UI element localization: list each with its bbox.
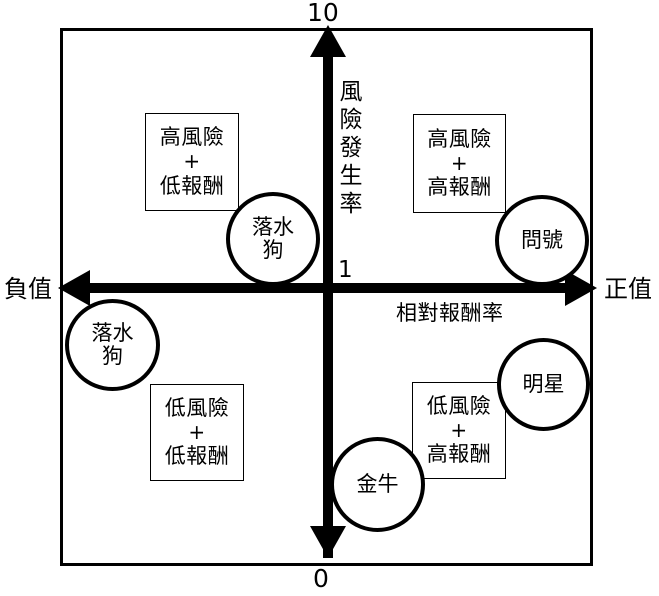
bubble-label: 金牛 xyxy=(356,471,399,496)
vertical-axis-line xyxy=(323,36,333,558)
y-axis-title-char: 生 xyxy=(339,163,363,190)
x-axis-title: 相對報酬率 xyxy=(396,301,504,325)
quadrant-box-line2: 低報酬 xyxy=(164,444,230,469)
quadrant-box-line2: 低報酬 xyxy=(159,173,225,198)
bubble-cash-cow: 金牛 xyxy=(330,437,425,532)
quadrant-box-plus: + xyxy=(183,149,201,174)
bubble-drowning-dog-upper: 落水狗 xyxy=(226,192,320,286)
y-axis-title-char: 發 xyxy=(339,135,363,162)
quadrant-box-top-left: 高風險 + 低報酬 xyxy=(145,113,239,211)
axis-left-label: 負值 xyxy=(4,275,52,303)
quadrant-box-plus: + xyxy=(188,419,206,444)
bubble-question-mark: 問號 xyxy=(495,195,589,286)
y-axis-title: 風 險 發 生 率 xyxy=(336,78,366,218)
quadrant-box-line1: 高風險 xyxy=(159,125,225,150)
axis-origin-label: 1 xyxy=(338,257,353,283)
y-axis-title-char: 風 xyxy=(339,79,363,105)
quadrant-box-line1: 低風險 xyxy=(426,393,492,418)
quadrant-box-line1: 高風險 xyxy=(427,126,492,151)
quadrant-box-plus: + xyxy=(450,150,469,175)
arrow-down-icon xyxy=(310,526,346,558)
quadrant-box-line2: 高報酬 xyxy=(426,442,492,467)
bubble-label: 落水狗 xyxy=(91,320,134,368)
bubble-label: 明星 xyxy=(522,371,565,396)
y-axis-title-char: 險 xyxy=(339,107,363,134)
arrow-left-icon xyxy=(58,270,90,306)
axis-min-label: 0 xyxy=(313,564,329,593)
horizontal-axis-line xyxy=(70,283,587,293)
quadrant-box-bottom-left: 低風險 + 低報酬 xyxy=(150,384,244,481)
bubble-label: 問號 xyxy=(521,227,563,252)
bubble-label: 落水狗 xyxy=(252,214,294,262)
quadrant-box-top-right: 高風險 + 高報酬 xyxy=(413,114,506,213)
quadrant-box-line2: 高報酬 xyxy=(427,175,492,200)
y-axis-title-char: 率 xyxy=(339,191,363,218)
bubble-star: 明星 xyxy=(497,338,590,431)
quadrant-box-plus: + xyxy=(450,417,468,442)
axis-right-label: 正值 xyxy=(604,275,652,303)
quadrant-box-line1: 低風險 xyxy=(164,395,230,420)
bubble-drowning-dog-lower: 落水狗 xyxy=(65,299,160,391)
arrow-up-icon xyxy=(310,25,346,57)
quadrant-box-bottom-right: 低風險 + 高報酬 xyxy=(412,382,506,479)
axis-max-label: 10 xyxy=(307,0,339,27)
